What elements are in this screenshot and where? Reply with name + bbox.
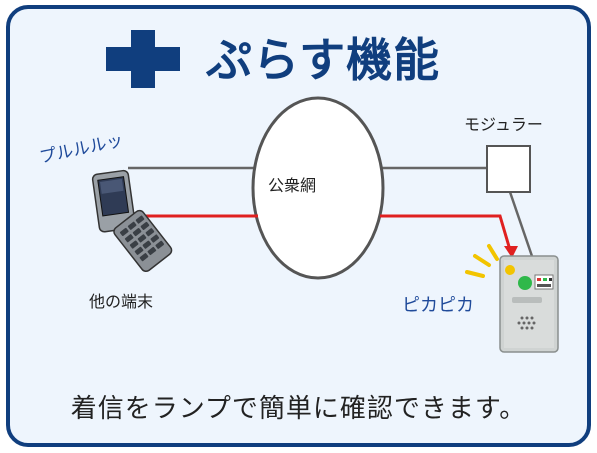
other-phone-label: 他の端末 [89, 292, 154, 311]
call-arrowhead [504, 246, 518, 258]
page-title: ぷらす機能 [206, 33, 441, 87]
line-modular-to-device [508, 191, 536, 263]
plus-icon [106, 30, 180, 88]
lamp-device-icon [499, 255, 559, 353]
flash-label: ピカピカ [402, 295, 474, 316]
title-area: ぷらす機能 [0, 0, 597, 120]
mobile-phone-icon [91, 169, 173, 273]
incoming-call-line-2 [380, 214, 512, 251]
flash-rays-icon [465, 244, 499, 278]
public-network-ellipse [251, 96, 385, 280]
caption-text: 着信をランプで簡単に確認できます。 [70, 394, 527, 424]
modular-jack-box [486, 145, 531, 193]
modular-jack-label: モジュラー [464, 115, 543, 134]
public-network-label: 公衆網 [268, 176, 317, 195]
